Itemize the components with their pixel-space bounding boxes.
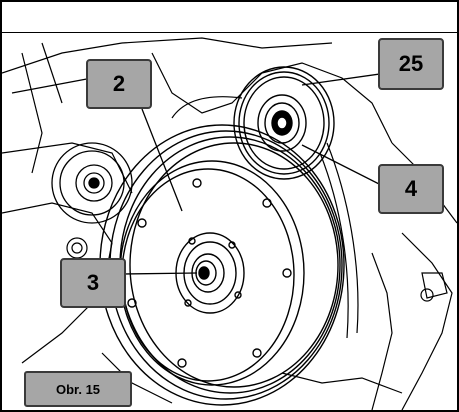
idler-pulley <box>233 66 335 180</box>
left-pulley <box>51 142 133 224</box>
leader-lines <box>121 72 388 275</box>
callout-3: 3 <box>60 258 126 308</box>
top-strip <box>2 2 457 33</box>
callout-25: 25 <box>378 38 444 90</box>
frame-line <box>2 37 333 74</box>
figure-caption: Obr. 15 <box>24 371 132 407</box>
callout-2: 2 <box>86 59 152 109</box>
callout-4: 4 <box>378 164 444 214</box>
